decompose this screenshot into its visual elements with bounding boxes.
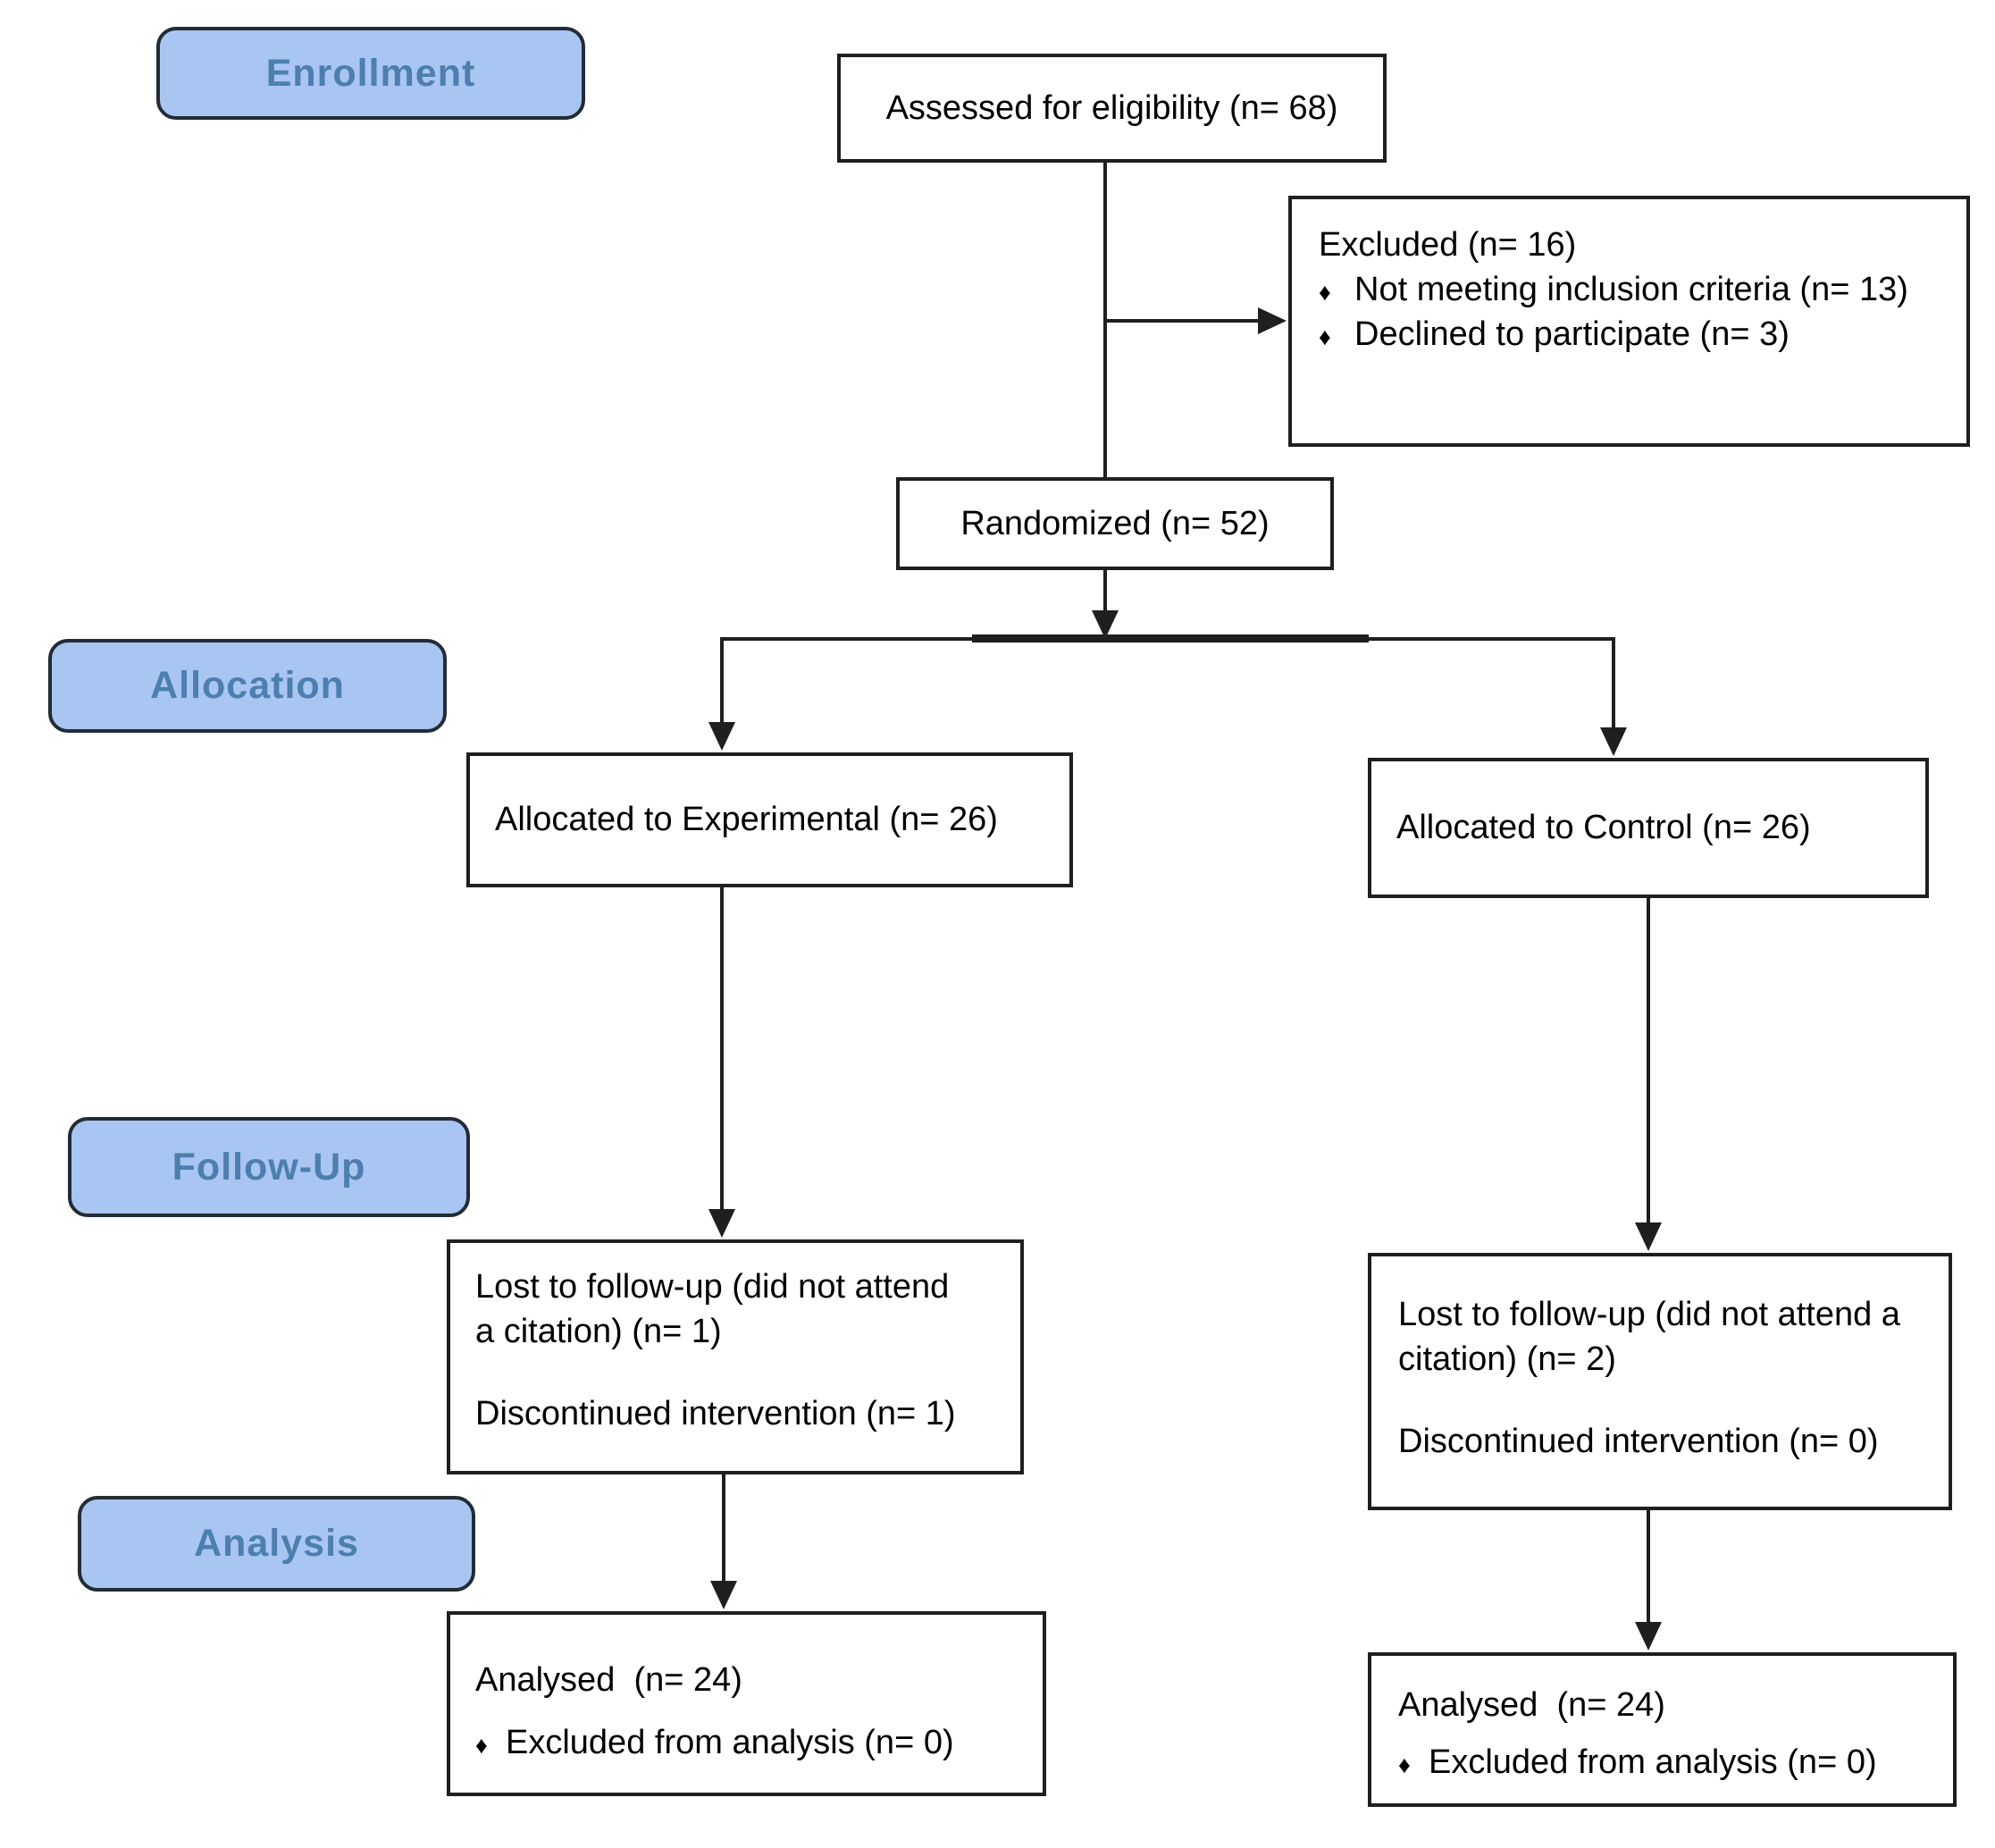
connector-randomized-to-splitter bbox=[1103, 570, 1107, 612]
followup-experimental-lost-line1: Lost to follow-up (did not attend bbox=[475, 1268, 950, 1306]
stage-label-enrollment: Enrollment bbox=[156, 27, 585, 120]
stage-label-analysis-text: Analysis bbox=[194, 1522, 359, 1565]
analysed-experimental-title: Analysed (n= 24) bbox=[475, 1661, 742, 1699]
arrowhead-down-icon bbox=[1600, 727, 1627, 756]
connector-splitter-to-control bbox=[1612, 637, 1615, 729]
box-followup-experimental: Lost to follow-up (did not attend a cita… bbox=[447, 1239, 1024, 1474]
blank-line bbox=[1398, 1382, 1931, 1419]
excluded-item-2-text: Declined to participate (n= 3) bbox=[1354, 315, 1790, 354]
arrowhead-down-icon bbox=[710, 1581, 737, 1609]
arrowhead-right-icon bbox=[1258, 307, 1287, 334]
stage-label-enrollment-text: Enrollment bbox=[265, 51, 476, 95]
connector-control-to-followup bbox=[1647, 898, 1650, 1224]
analysed-control-item: ♦ Excluded from analysis (n= 0) bbox=[1398, 1740, 1935, 1785]
connector-branch-to-excluded bbox=[1105, 319, 1258, 323]
excluded-item-1-text: Not meeting inclusion criteria (n= 13) bbox=[1354, 271, 1908, 309]
arrowhead-down-icon bbox=[708, 722, 735, 751]
stage-label-followup: Follow-Up bbox=[68, 1117, 470, 1217]
allocated-control-text: Allocated to Control (n= 26) bbox=[1396, 809, 1811, 847]
stage-label-allocation-text: Allocation bbox=[150, 664, 345, 707]
excluded-title: Excluded (n= 16) bbox=[1319, 226, 1577, 264]
box-analysed-experimental: Analysed (n= 24) ♦ Excluded from analysi… bbox=[447, 1611, 1046, 1796]
box-allocated-control: Allocated to Control (n= 26) bbox=[1368, 758, 1929, 898]
diamond-bullet-icon: ♦ bbox=[1319, 323, 1331, 351]
connector-splitter-to-experimental bbox=[720, 637, 724, 724]
randomized-text: Randomized (n= 52) bbox=[960, 504, 1270, 542]
connector-followup-to-analysed-experimental bbox=[722, 1474, 725, 1583]
allocated-experimental-text: Allocated to Experimental (n= 26) bbox=[495, 801, 998, 839]
followup-control-lost-line1: Lost to follow-up (did not attend a bbox=[1398, 1296, 1900, 1333]
followup-experimental-lost-line2: a citation) (n= 1) bbox=[475, 1313, 722, 1351]
arrowhead-down-icon bbox=[1635, 1222, 1662, 1251]
box-followup-control: Lost to follow-up (did not attend a cita… bbox=[1368, 1253, 1952, 1510]
box-assessed-for-eligibility: Assessed for eligibility (n= 68) bbox=[837, 54, 1387, 163]
arrowhead-down-icon bbox=[1635, 1622, 1662, 1651]
connector-experimental-to-followup bbox=[720, 887, 724, 1211]
arrowhead-down-icon bbox=[1092, 610, 1119, 639]
analysed-control-item-text: Excluded from analysis (n= 0) bbox=[1429, 1743, 1877, 1782]
arrowhead-down-icon bbox=[708, 1209, 735, 1238]
box-allocated-experimental: Allocated to Experimental (n= 26) bbox=[466, 752, 1073, 887]
followup-control-lost-line2: citation) (n= 2) bbox=[1398, 1340, 1616, 1379]
box-analysed-control: Analysed (n= 24) ♦ Excluded from analysi… bbox=[1368, 1652, 1957, 1807]
diamond-bullet-icon: ♦ bbox=[475, 1732, 488, 1760]
excluded-item-1: ♦ Not meeting inclusion criteria (n= 13) bbox=[1319, 267, 1945, 312]
stage-label-followup-text: Follow-Up bbox=[172, 1145, 366, 1189]
stage-label-allocation: Allocation bbox=[48, 639, 447, 733]
excluded-item-2: ♦ Declined to participate (n= 3) bbox=[1319, 312, 1945, 357]
followup-control-discontinued: Discontinued intervention (n= 0) bbox=[1398, 1423, 1879, 1461]
box-excluded: Excluded (n= 16) ♦ Not meeting inclusion… bbox=[1288, 196, 1970, 447]
followup-experimental-discontinued: Discontinued intervention (n= 1) bbox=[475, 1395, 956, 1433]
connector-followup-to-analysed-control bbox=[1647, 1510, 1650, 1624]
diamond-bullet-icon: ♦ bbox=[1319, 279, 1331, 307]
stage-label-analysis: Analysis bbox=[78, 1496, 475, 1592]
analysed-experimental-item: ♦ Excluded from analysis (n= 0) bbox=[475, 1720, 1025, 1765]
assessed-text: Assessed for eligibility (n= 68) bbox=[885, 88, 1338, 127]
diamond-bullet-icon: ♦ bbox=[1398, 1751, 1411, 1779]
blank-line bbox=[475, 1354, 1002, 1391]
connector-splitter-thick-segment bbox=[972, 634, 1369, 643]
analysed-experimental-item-text: Excluded from analysis (n= 0) bbox=[506, 1724, 954, 1762]
box-randomized: Randomized (n= 52) bbox=[896, 477, 1334, 570]
analysed-control-title: Analysed (n= 24) bbox=[1398, 1686, 1665, 1724]
